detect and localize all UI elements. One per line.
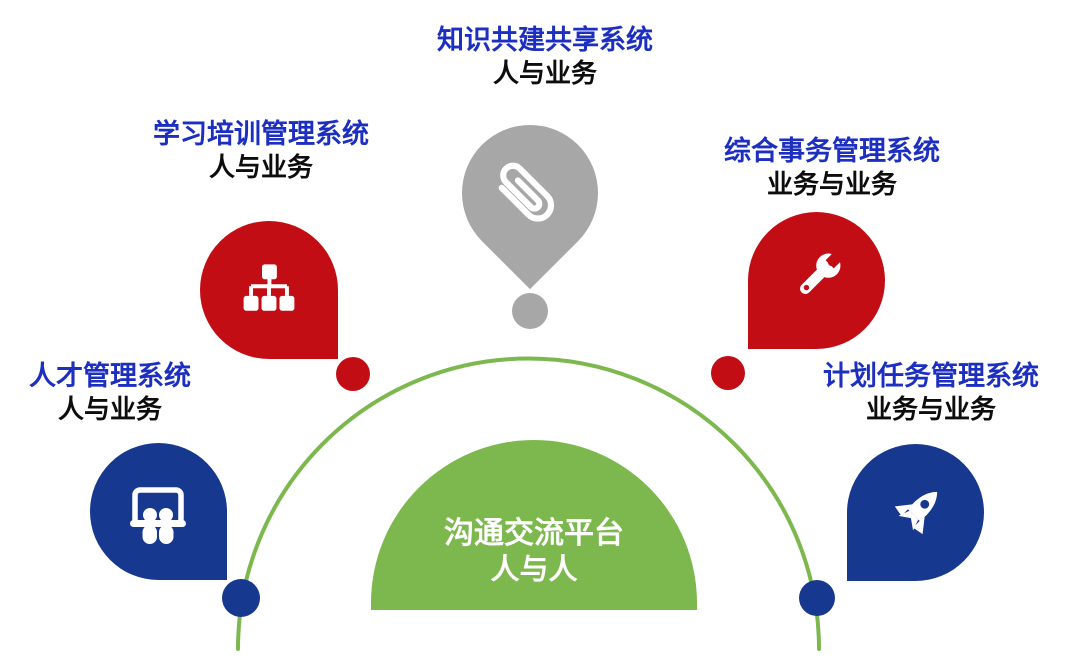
talent-title: 人才管理系统 xyxy=(29,361,191,391)
affairs-label: 综合事务管理系统 业务与业务 xyxy=(682,135,982,201)
talent-subtitle: 人与业务 xyxy=(57,394,162,424)
hub-subtitle: 人与人 xyxy=(490,554,578,586)
rocket-icon xyxy=(883,480,949,551)
wrench-icon xyxy=(785,247,847,314)
knowledge-title: 知识共建共享系统 xyxy=(437,25,653,55)
learning-connector-dot xyxy=(336,357,370,391)
learning-subtitle: 人与业务 xyxy=(208,152,313,182)
affairs-subtitle: 业务与业务 xyxy=(766,169,897,199)
talent-label: 人才管理系统 人与业务 xyxy=(0,360,260,426)
knowledge-connector-dot xyxy=(512,293,548,329)
tasks-connector-dot xyxy=(799,580,835,616)
tasks-label: 计划任务管理系统 业务与业务 xyxy=(781,360,1080,426)
affairs-title: 综合事务管理系统 xyxy=(724,136,940,166)
hub-title: 沟通交流平台 xyxy=(444,517,624,550)
learning-label: 学习培训管理系统 人与业务 xyxy=(111,118,411,184)
presentation-people-icon xyxy=(126,485,190,554)
sitemap-icon xyxy=(241,260,297,321)
affairs-connector-dot xyxy=(711,356,745,390)
talent-node-shape xyxy=(90,443,227,580)
tasks-title: 计划任务管理系统 xyxy=(823,361,1039,391)
knowledge-subtitle: 人与业务 xyxy=(492,58,597,88)
tasks-subtitle: 业务与业务 xyxy=(865,394,996,424)
paperclip-icon xyxy=(465,133,593,261)
knowledge-label: 知识共建共享系统 人与业务 xyxy=(395,24,695,90)
learning-title: 学习培训管理系统 xyxy=(153,119,369,149)
talent-connector-dot xyxy=(222,579,260,617)
